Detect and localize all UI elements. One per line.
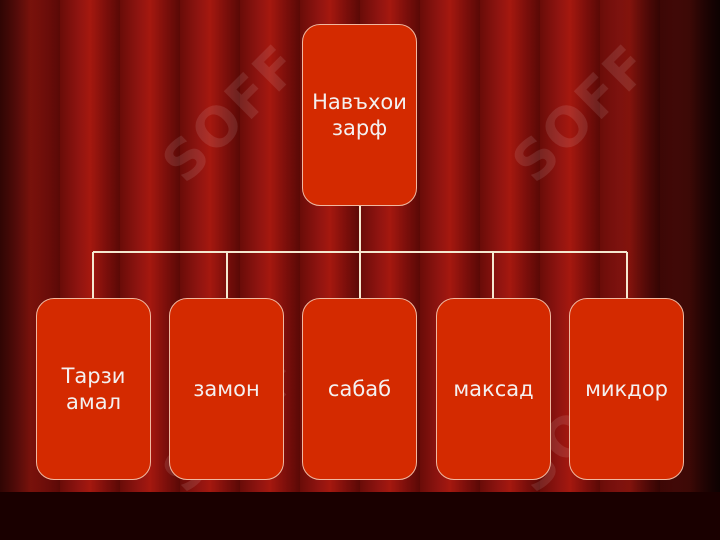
stage-floor	[0, 492, 720, 540]
child-node-reason: сабаб	[302, 298, 417, 480]
child-node-time: замон	[169, 298, 284, 480]
child-node-purpose: максад	[436, 298, 551, 480]
root-node: Навъхои зарф	[302, 24, 417, 206]
child-node-manner: Тарзи амал	[36, 298, 151, 480]
child-node-quantity: микдор	[569, 298, 684, 480]
